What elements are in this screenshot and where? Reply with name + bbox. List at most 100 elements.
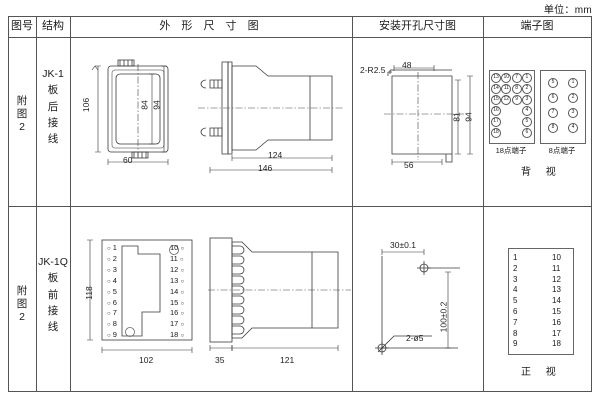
list-pin-right-12: 12 [552, 274, 561, 284]
front-pin-left-7: ○ 7 [107, 308, 117, 318]
list-pin-left-3: 3 [513, 274, 518, 284]
front-pin-right-14: 14 ○ [170, 286, 185, 296]
header-outline: 外 形 尺 寸 图 [159, 20, 263, 32]
dim-30-tol: 30±0.1 [390, 240, 416, 250]
terminal8-pin-6: 6 [548, 93, 558, 103]
row2-front-view [87, 236, 208, 356]
front-pin-right-10: 10 ○ [170, 243, 185, 252]
dim-121: 121 [280, 355, 295, 365]
terminal-pin-8: 8 [511, 84, 522, 94]
row2-cutout-view [372, 240, 487, 360]
list-pin-left-7: 7 [513, 317, 518, 327]
list-pin-left-1: 1 [513, 253, 518, 262]
front-pin-left-8: ○ 8 [107, 319, 117, 329]
list-pin-right-17: 17 [552, 328, 561, 338]
dim-2-R2.5: 2-R2.5 [360, 65, 386, 75]
col-divider-2 [70, 16, 71, 391]
front-pin-left-3: ○ 3 [107, 264, 117, 274]
list-pin-left-2: 2 [513, 263, 518, 273]
dim-94-outline: 94 [151, 100, 162, 110]
header-drawing-no: 图号 [11, 20, 33, 32]
front-pin-left-4: ○ 4 [107, 275, 117, 285]
row2-view-label: 正 视 [521, 367, 562, 378]
terminal-pin-11: 11 [501, 84, 512, 94]
dim-48: 48 [402, 60, 412, 70]
terminal-pin-7: 7 [511, 73, 522, 83]
front-pin-right-11: 11 ○ [170, 253, 184, 263]
dim-56: 56 [404, 160, 414, 170]
row1-cutout-view [378, 62, 488, 170]
row1-side-view [196, 58, 346, 173]
front-pin-right-18: 18 ○ [170, 330, 185, 340]
list-pin-left-4: 4 [513, 285, 518, 295]
list-pin-right-18: 18 [552, 339, 561, 349]
list-pin-right-16: 16 [552, 317, 561, 327]
terminal8-pin-3: 3 [568, 108, 578, 118]
frame-right [591, 16, 592, 391]
terminal8-pin-8: 8 [548, 123, 558, 133]
terminal-list-box [508, 248, 574, 355]
front-pin-right-13: 13 ○ [170, 275, 185, 285]
front-pin-left-2: ○ 2 [107, 253, 117, 263]
list-pin-right-10: 10 [552, 253, 561, 262]
terminal-pin-4: 4 [521, 106, 532, 116]
terminal-pin-12: 12 [501, 95, 512, 105]
list-pin-left-5: 5 [513, 296, 518, 306]
terminal-pin-17: 17 [491, 117, 501, 127]
list-pin-right-11: 11 [552, 263, 561, 273]
list-pin-left-6: 6 [513, 307, 518, 316]
terminal8-pin-1: 1 [568, 78, 578, 88]
row1-front-view [86, 58, 206, 168]
dim-60: 60 [123, 155, 133, 165]
row1-drawing-no: 附 图 2 [16, 95, 28, 134]
dim-81: 81 [451, 112, 462, 122]
terminal8-pin-5: 5 [548, 78, 558, 88]
list-pin-left-9: 9 [513, 339, 518, 349]
terminal-pin-18: 18 [491, 128, 501, 138]
header-structure: 结构 [42, 20, 64, 32]
terminal-pin-2: 2 [521, 84, 532, 94]
table-top-border [8, 16, 592, 17]
front-pin-right-15: 15 ○ [170, 297, 185, 307]
list-pin-right-13: 13 [552, 285, 561, 295]
front-pin-left-9: ○ 9 [107, 330, 117, 340]
dim-146: 146 [258, 163, 273, 173]
caption-18point: 18点端子 [495, 146, 527, 155]
front-pin-left-1: ○ 1 [107, 243, 117, 252]
list-pin-right-14: 14 [552, 296, 561, 306]
header-terminal: 端子图 [520, 20, 554, 32]
dim-2-phi5: 2-ø5 [406, 333, 424, 343]
dim-84: 84 [139, 100, 150, 110]
header-cutout: 安装开孔尺寸图 [379, 20, 456, 32]
dim-35: 35 [215, 355, 225, 365]
terminal-pin-16: 16 [491, 106, 501, 116]
table-bottom-border [8, 391, 592, 392]
terminal-pin-6: 6 [521, 128, 532, 138]
terminal-pin-5: 5 [521, 117, 532, 127]
terminal-pin-9: 9 [511, 95, 522, 105]
dim-94-cutout: 94 [463, 112, 474, 122]
frame-left [8, 16, 9, 391]
terminal-pin-13: 13 [491, 73, 501, 83]
col-divider-1 [36, 16, 37, 391]
caption-8point: 8点端子 [548, 146, 576, 155]
unit-note: 单位：mm [543, 5, 592, 16]
list-pin-right-15: 15 [552, 307, 561, 316]
dim-106: 106 [81, 97, 92, 113]
row1-structure: JK-1 板 后 接 线 [42, 68, 64, 146]
dim-102: 102 [139, 355, 154, 365]
dim-100-tol: 100±0.2 [438, 301, 449, 333]
col-divider-3 [352, 16, 353, 391]
row1-view-label: 背 视 [521, 167, 562, 178]
dim-118: 118 [83, 286, 94, 300]
terminal-pin-3: 3 [521, 95, 532, 105]
front-pin-left-5: ○ 5 [107, 286, 117, 296]
row2-structure: JK-1Q 板 前 接 线 [38, 256, 68, 334]
row2-drawing-no: 附 图 2 [16, 285, 28, 324]
front-pin-right-17: 17 ○ [170, 319, 185, 329]
terminal-block-8point [540, 70, 586, 144]
terminal-pin-10: 10 [501, 73, 512, 83]
front-pin-right-12: 12 ○ [170, 264, 185, 274]
terminal8-pin-2: 2 [568, 93, 578, 103]
